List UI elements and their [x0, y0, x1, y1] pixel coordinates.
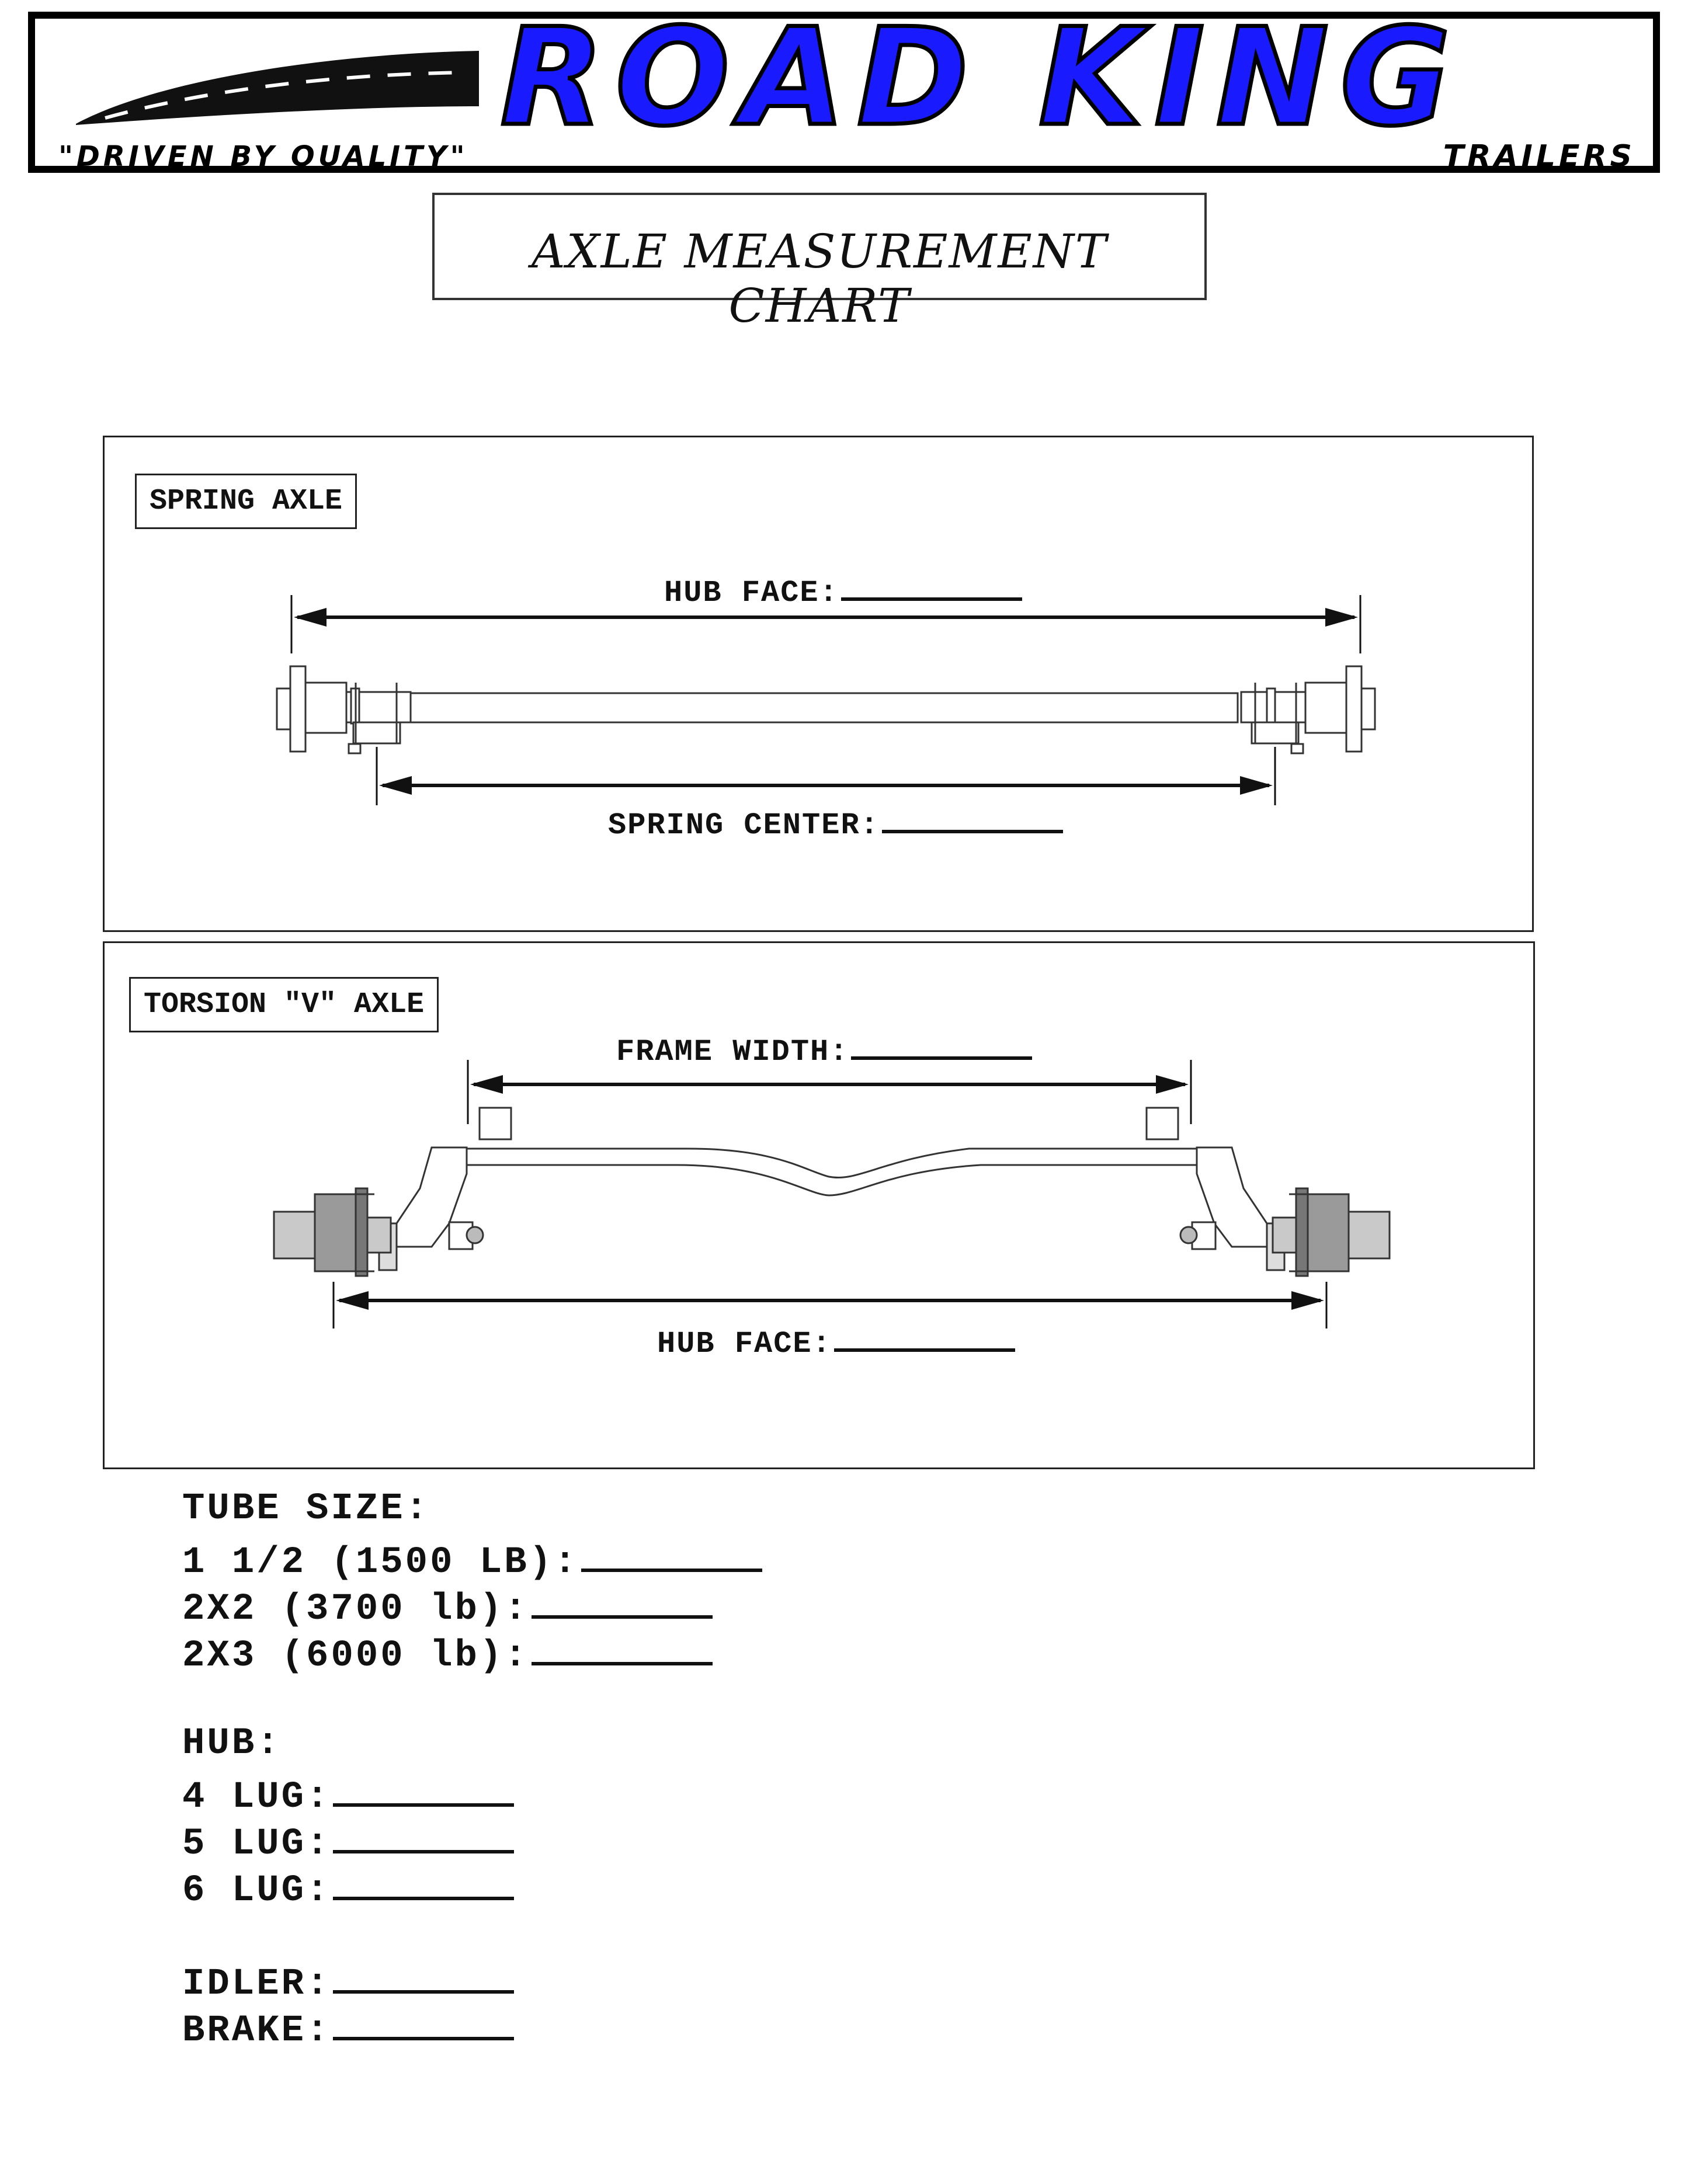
right-hub	[1240, 665, 1376, 754]
tube-size-option-label: 2X3 (6000 lb):	[182, 1635, 529, 1677]
brake-field[interactable]: BRAKE:	[182, 2003, 515, 2052]
hub-face-dimension-line	[336, 1291, 1324, 1310]
brand-name: ROAD KING	[501, 19, 1463, 156]
tube-size-option[interactable]: 2X2 (3700 lb):	[182, 1581, 713, 1630]
torsion-hub-face-blank[interactable]	[833, 1323, 1015, 1352]
brake-label: BRAKE:	[182, 2010, 331, 2052]
hub-option-label: 6 LUG:	[182, 1870, 331, 1912]
tube-size-option-label: 1 1/2 (1500 LB):	[182, 1542, 579, 1584]
spring-center-field[interactable]: SPRING CENTER:	[608, 804, 1063, 843]
frame-width-dimension-line	[470, 1075, 1189, 1094]
torsion-hub-face-field[interactable]: HUB FACE:	[657, 1323, 1015, 1361]
hub-blank[interactable]	[333, 1816, 515, 1853]
frame-width-field[interactable]: FRAME WIDTH:	[616, 1031, 1033, 1069]
tube-size-blank[interactable]	[581, 1535, 762, 1572]
left-torsion-arm	[378, 1146, 484, 1271]
brand-banner: ROAD KING "DRIVEN BY QUALITY" TRAILERS	[28, 12, 1660, 174]
right-torsion-arm	[1179, 1146, 1286, 1271]
idler-blank[interactable]	[333, 1956, 515, 1994]
idler-field[interactable]: IDLER:	[182, 1956, 515, 2005]
sub-brand: TRAILERS	[1443, 139, 1635, 174]
hub-face-label: HUB FACE:	[664, 576, 839, 610]
spring-axle-diagram	[276, 595, 1376, 805]
hub-option[interactable]: 6 LUG:	[182, 1863, 515, 1912]
hub-heading: HUB:	[182, 1723, 282, 1765]
hub-blank[interactable]	[333, 1863, 515, 1900]
slogan: "DRIVEN BY QUALITY"	[58, 140, 468, 173]
hub-face-field[interactable]: HUB FACE:	[664, 572, 1022, 610]
hub-option[interactable]: 4 LUG:	[182, 1769, 515, 1818]
tube-size-blank[interactable]	[531, 1628, 713, 1665]
frame-width-label: FRAME WIDTH:	[616, 1035, 849, 1069]
tube-size-option[interactable]: 2X3 (6000 lb):	[182, 1628, 713, 1677]
frame-width-blank[interactable]	[851, 1031, 1033, 1060]
road-king-logo: ROAD KING	[76, 19, 1463, 158]
hub-face-dimension-line	[294, 608, 1358, 627]
tube-size-option-label: 2X2 (3700 lb):	[182, 1588, 529, 1630]
torsion-axle-panel: TORSION "V" AXLE	[103, 941, 1535, 1469]
tube-size-blank[interactable]	[531, 1581, 713, 1619]
hub-option-label: 5 LUG:	[182, 1823, 331, 1865]
right-hub	[1272, 1187, 1391, 1277]
tube-size-heading: TUBE SIZE:	[182, 1488, 430, 1530]
torsion-axle-diagram	[273, 1060, 1391, 1329]
idler-label: IDLER:	[182, 1963, 331, 2005]
left-hub	[276, 665, 412, 754]
torsion-hub-face-label: HUB FACE:	[657, 1327, 832, 1361]
chart-title-box: AXLE MEASUREMENT CHART	[432, 193, 1207, 333]
torsion-axle-label: TORSION "V" AXLE	[129, 977, 439, 1032]
spring-center-dimension-line	[379, 776, 1273, 795]
hub-blank[interactable]	[333, 1769, 515, 1807]
spring-axle-label: SPRING AXLE	[135, 474, 357, 529]
spring-center-label: SPRING CENTER:	[608, 808, 880, 843]
left-hub	[273, 1187, 392, 1277]
chart-title: AXLE MEASUREMENT CHART	[531, 224, 1108, 333]
hub-option-label: 4 LUG:	[182, 1776, 331, 1818]
hub-option[interactable]: 5 LUG:	[182, 1816, 515, 1865]
spring-center-blank[interactable]	[881, 804, 1063, 833]
spring-axle-panel: SPRING AXLE	[103, 436, 1534, 932]
brake-blank[interactable]	[333, 2003, 515, 2040]
tube-size-option[interactable]: 1 1/2 (1500 LB):	[182, 1535, 762, 1584]
hub-face-blank[interactable]	[840, 572, 1022, 601]
